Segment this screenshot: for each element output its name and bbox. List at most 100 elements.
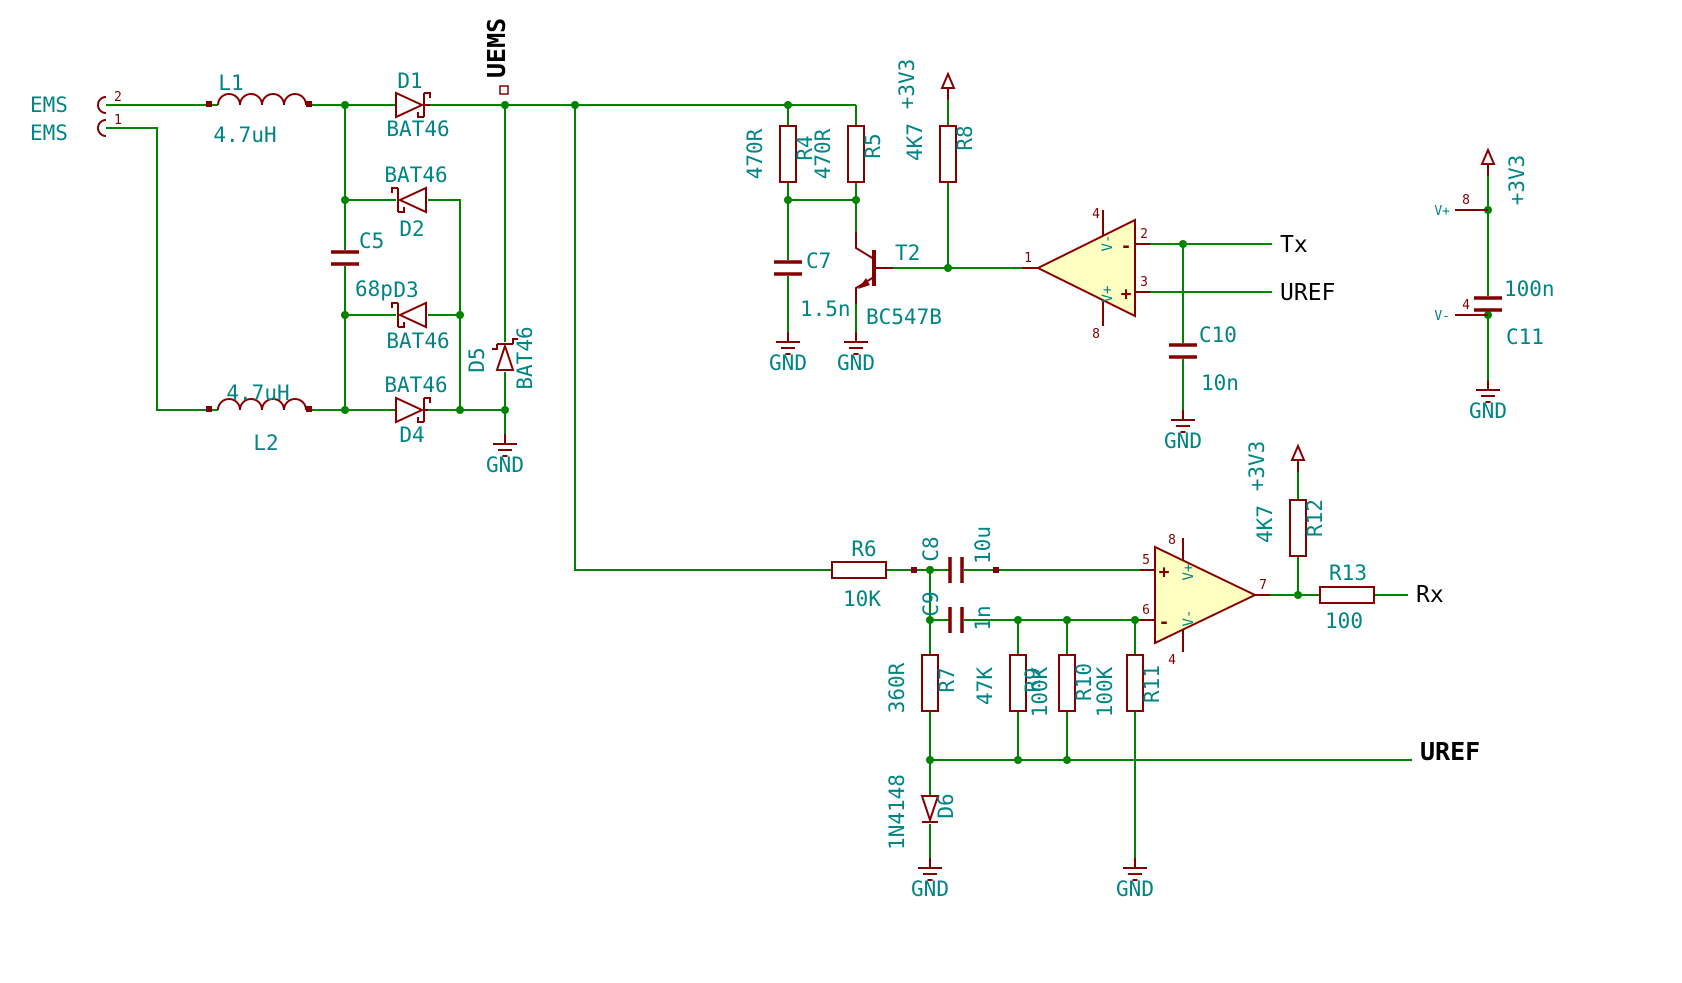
resistor-r7[interactable]: 360R R7 — [885, 654, 959, 713]
capacitor-c11[interactable]: 100n C11 — [1474, 277, 1555, 349]
opamp1-vminus-label: V- — [1100, 235, 1116, 252]
d2-value: BAT46 — [384, 163, 447, 187]
resistor-r4[interactable]: 470R R4 — [743, 125, 817, 183]
opamp2-pin5-number: 5 — [1142, 553, 1150, 568]
transistor-t2[interactable]: T2 BC547B — [855, 232, 942, 329]
connector-pin1-number: 1 — [114, 113, 122, 128]
junction-dots — [341, 101, 1492, 764]
gnd-d5[interactable]: GND — [486, 433, 524, 477]
d3-ref: D3 — [393, 278, 418, 302]
gnd-r11[interactable]: GND — [1116, 857, 1154, 901]
r7-value: 360R — [885, 662, 909, 713]
c9-value: 1n — [971, 605, 995, 630]
r8-value: 4K7 — [903, 123, 927, 161]
r11-value: 100K — [1093, 666, 1117, 717]
resistor-r6[interactable]: R6 10K — [831, 537, 887, 611]
resistor-r10[interactable]: 100K R10 — [1028, 654, 1096, 717]
power-3v3-right[interactable]: +3V3 — [1481, 149, 1529, 206]
c7-value: 1.5n — [800, 297, 851, 321]
d6-value: 1N4148 — [885, 774, 909, 850]
power-3v3-r8[interactable]: +3V3 — [895, 59, 955, 110]
gnd-c7[interactable]: GND — [769, 331, 807, 375]
resistor-r12[interactable]: 4K7 R12 — [1253, 499, 1327, 557]
net-label-uems-text: UEMS — [482, 18, 511, 78]
r6-value: 10K — [843, 587, 881, 611]
resistor-r13[interactable]: R13 100 — [1319, 561, 1375, 633]
capacitor-c7[interactable]: C7 1.5n — [774, 249, 851, 321]
wires[interactable] — [106, 100, 1489, 858]
net-label-uref-top[interactable]: UREF — [1280, 280, 1335, 306]
diode-d1[interactable]: D1 BAT46 — [386, 69, 449, 141]
d5-value: BAT46 — [513, 326, 537, 389]
t2-value: BC547B — [866, 305, 942, 329]
gnd-c7-label: GND — [769, 351, 807, 375]
c11-value: 100n — [1504, 277, 1555, 301]
net-label-uref-bottom[interactable]: UREF — [1420, 737, 1480, 766]
c8-ref: C8 — [919, 536, 943, 561]
net-label-uems[interactable]: UEMS — [482, 18, 511, 95]
gnd-d6[interactable]: GND — [911, 857, 949, 901]
c8-value: 10u — [971, 526, 995, 564]
opamp2-pin7-number: 7 — [1259, 578, 1267, 593]
d4-value: BAT46 — [384, 373, 447, 397]
gnd-d5-label: GND — [486, 453, 524, 477]
r9-ref: R9 — [1021, 667, 1045, 692]
opamp1-pin1-number: 1 — [1024, 251, 1032, 266]
gnd-r11-label: GND — [1116, 877, 1154, 901]
opamp1-pin4-number: 4 — [1092, 207, 1100, 222]
opamp-power-unit[interactable]: 8 V+ 4 V- — [1434, 193, 1488, 324]
resistor-r9[interactable]: 47K R9 — [973, 654, 1045, 712]
r8-ref: R8 — [953, 125, 977, 150]
r6-ref: R6 — [851, 537, 876, 561]
c7-ref: C7 — [806, 249, 831, 273]
c9-ref: C9 — [919, 591, 943, 616]
opamp-1[interactable]: 1 2 3 4 8 - + V- V+ — [1022, 207, 1150, 342]
r4-value: 470R — [743, 128, 767, 179]
r5-value: 470R — [811, 128, 835, 179]
diode-d3[interactable]: D3 BAT46 — [386, 278, 449, 353]
connector-ems[interactable]: 2 1 — [97, 90, 122, 137]
opamp2-vplus-label: V+ — [1181, 564, 1197, 581]
resistor-r11[interactable]: 100K R11 — [1093, 654, 1164, 717]
opamp1-vplus-label: V+ — [1100, 286, 1116, 303]
inductor-l1[interactable]: L1 4.7uH — [206, 71, 312, 147]
power-3v3-r12-label: +3V3 — [1245, 441, 1269, 492]
resistor-r8[interactable]: 4K7 R8 — [903, 123, 977, 183]
r5-ref: R5 — [861, 133, 885, 158]
capacitor-c5[interactable]: C5 68p — [331, 229, 393, 301]
opamp1-pin8-number: 8 — [1092, 327, 1100, 342]
net-label-tx[interactable]: Tx — [1280, 232, 1308, 258]
connector-pin2-number: 2 — [114, 90, 122, 105]
gnd-c11[interactable]: GND — [1469, 379, 1507, 423]
opamp2-pin6-number: 6 — [1142, 603, 1150, 618]
diode-d2[interactable]: BAT46 D2 — [384, 163, 447, 241]
powerunit-vminus-label: V- — [1434, 309, 1450, 324]
capacitor-c10[interactable]: C10 10n — [1169, 323, 1239, 395]
diode-d5[interactable]: D5 BAT46 — [465, 326, 537, 389]
d6-ref: D6 — [934, 793, 958, 818]
r12-value: 4K7 — [1253, 505, 1277, 543]
diode-d6[interactable]: 1N4148 D6 — [885, 774, 958, 850]
r7-ref: R7 — [935, 667, 959, 692]
net-label-ems-b[interactable]: EMS — [30, 121, 68, 145]
resistor-r5[interactable]: 470R R5 — [811, 125, 885, 183]
capacitor-c9[interactable]: C9 1n — [919, 591, 995, 633]
power-3v3-right-label: +3V3 — [1505, 155, 1529, 206]
opamp2-plus-sign: + — [1159, 562, 1170, 583]
r11-ref: R11 — [1140, 665, 1164, 703]
power-3v3-r12[interactable]: +3V3 — [1245, 441, 1305, 492]
d2-ref: D2 — [399, 217, 424, 241]
diode-d4[interactable]: BAT46 D4 — [384, 373, 447, 447]
inductor-l2[interactable]: 4.7uH L2 — [206, 381, 312, 455]
powerunit-pin8-number: 8 — [1462, 193, 1470, 208]
c5-value: 68p — [355, 277, 393, 301]
net-label-rx[interactable]: Rx — [1416, 582, 1444, 608]
gnd-t2[interactable]: GND — [837, 331, 875, 375]
gnd-c10[interactable]: GND — [1164, 409, 1202, 453]
opamp-2[interactable]: 5 6 7 8 4 + - V+ V- — [1140, 533, 1270, 668]
net-label-ems-a[interactable]: EMS — [30, 93, 68, 117]
c10-ref: C10 — [1199, 323, 1237, 347]
r4-ref: R4 — [793, 135, 817, 160]
capacitor-c8[interactable]: C8 10u — [911, 526, 999, 583]
